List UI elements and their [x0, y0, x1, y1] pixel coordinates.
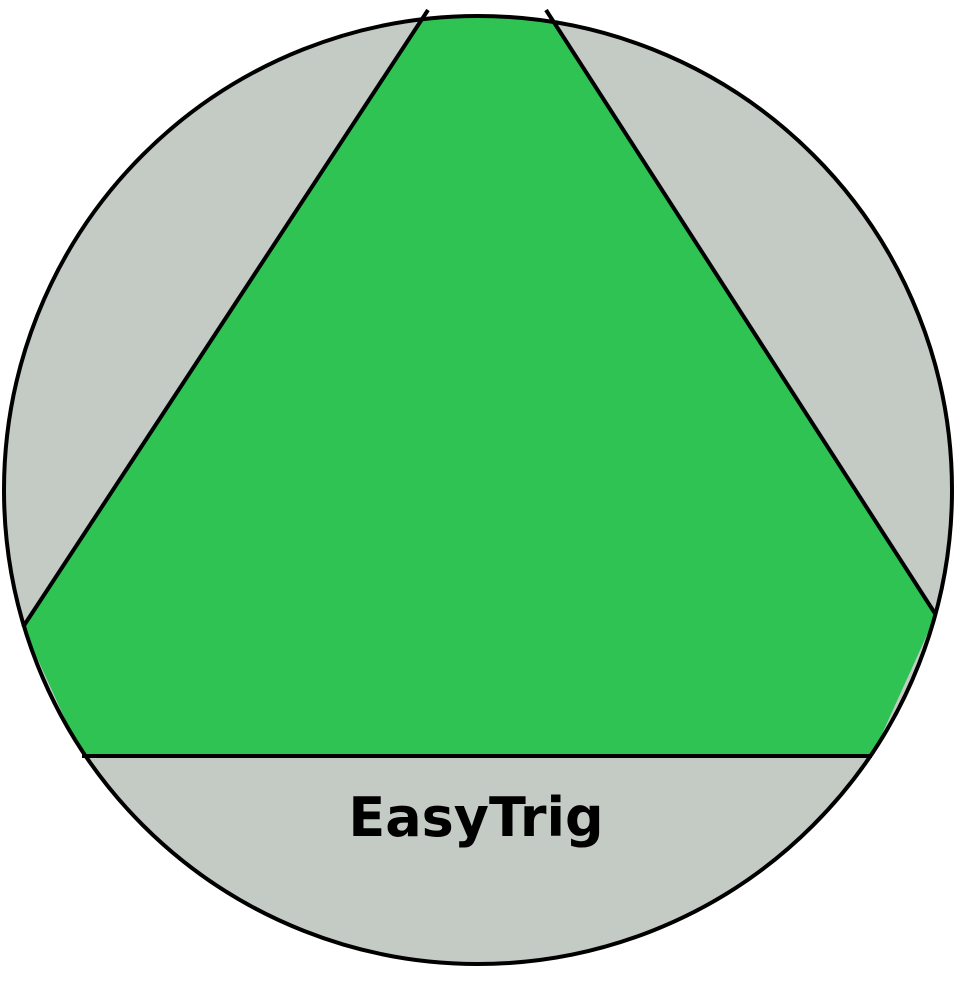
triangle-left-edge	[21, 8, 430, 629]
logo-circle-outline	[2, 14, 954, 966]
triangle-right-edge	[544, 8, 938, 617]
logo-wordmark: EasyTrig	[348, 786, 603, 849]
green-triangle-shape	[23, 16, 936, 756]
